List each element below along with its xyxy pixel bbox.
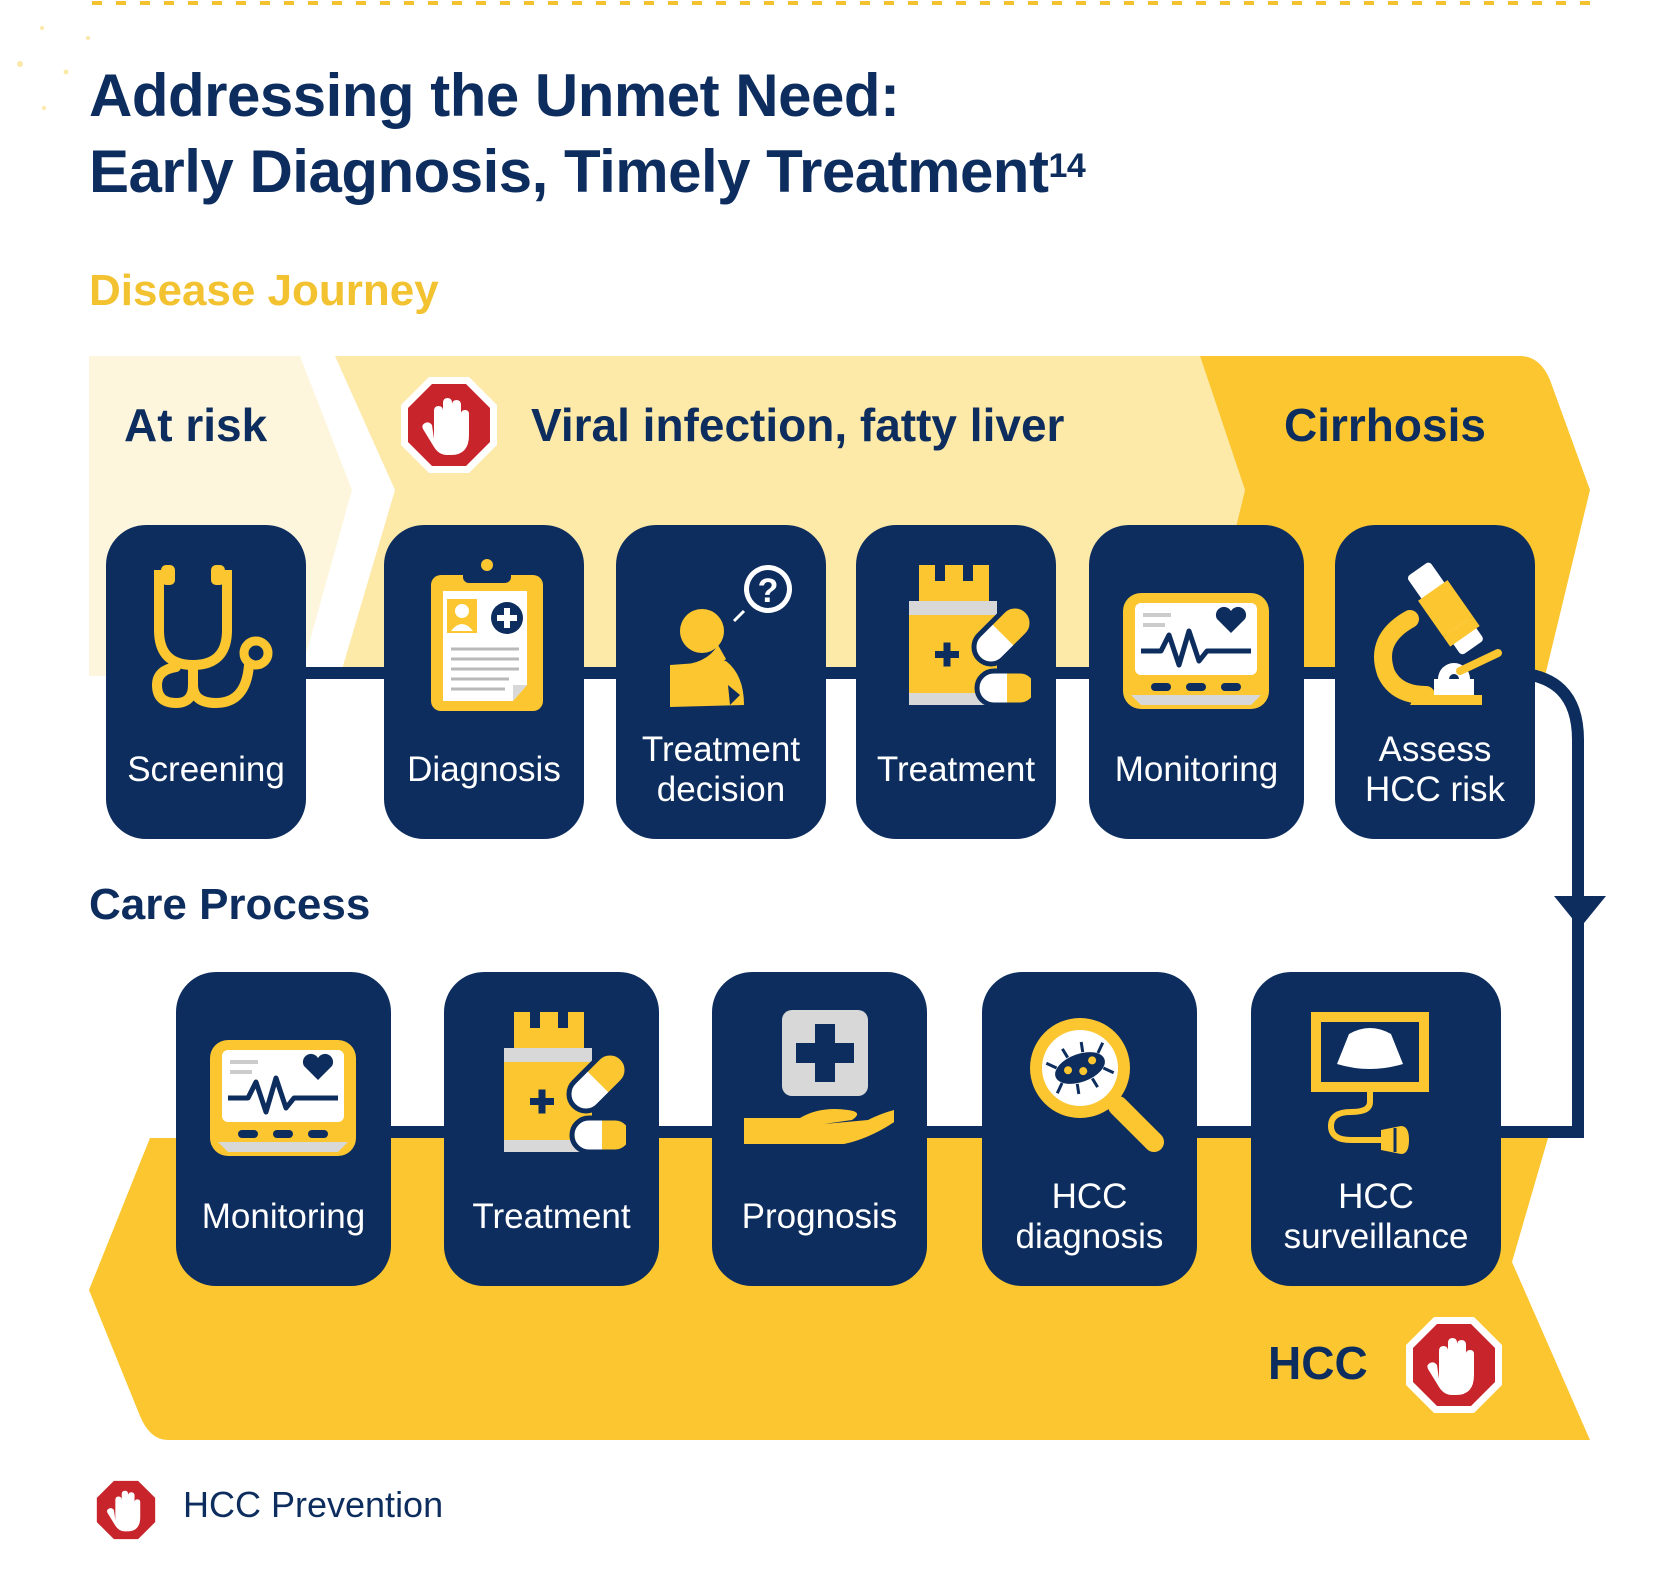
step-prognosis: Prognosis xyxy=(712,972,927,1286)
step-treatment-decision: ? Treatment decision xyxy=(616,525,826,839)
stage-viral-infection: Viral infection, fatty liver xyxy=(531,399,1065,451)
stethoscope-icon xyxy=(151,565,273,709)
step-monitoring-top: Monitoring xyxy=(1089,525,1304,839)
hand-cross-icon xyxy=(744,1010,894,1144)
step-label: Treatment decision xyxy=(641,730,801,809)
step-label: Monitoring xyxy=(201,1197,366,1236)
magnifier-cell-icon xyxy=(1030,1018,1164,1152)
heart-monitor-icon xyxy=(210,1040,356,1156)
stop-hand-icon xyxy=(1406,1317,1502,1413)
medication-icon xyxy=(504,1012,626,1155)
step-screening: Screening xyxy=(106,525,306,839)
page-title: Addressing the Unmet Need: Early Diagnos… xyxy=(89,58,1086,210)
title-line-1: Addressing the Unmet Need: xyxy=(89,62,900,129)
step-label: Assess HCC risk xyxy=(1365,730,1505,809)
step-label: Diagnosis xyxy=(407,750,561,789)
care-process-label: Care Process xyxy=(89,880,371,929)
step-label: HCC diagnosis xyxy=(1015,1177,1164,1256)
heart-monitor-icon xyxy=(1123,593,1269,709)
step-label: Screening xyxy=(127,750,285,789)
stop-hand-icon xyxy=(401,377,497,473)
top-dotted-border xyxy=(92,1,1600,5)
disease-journey-label: Disease Journey xyxy=(89,266,439,315)
step-hcc-diagnosis: HCC diagnosis xyxy=(982,972,1197,1286)
step-treatment: Treatment xyxy=(856,525,1056,839)
down-arrow-icon xyxy=(1554,896,1606,928)
step-monitoring-bottom: Monitoring xyxy=(176,972,391,1286)
decorative-dots xyxy=(17,26,90,110)
step-label: Treatment xyxy=(472,1197,631,1236)
medication-icon xyxy=(909,565,1031,708)
step-assess-hcc-risk: Assess HCC risk xyxy=(1335,525,1535,839)
step-treatment-bottom: Treatment xyxy=(444,972,659,1286)
svg-text:?: ? xyxy=(758,572,779,610)
title-reference: 14 xyxy=(1048,147,1086,185)
step-hcc-surveillance: HCC surveillance xyxy=(1251,972,1501,1286)
stage-at-risk: At risk xyxy=(124,399,268,451)
clipboard-icon xyxy=(431,559,543,711)
step-diagnosis: Diagnosis xyxy=(384,525,584,839)
legend-stop-hand-icon xyxy=(91,1475,161,1545)
microscope-icon xyxy=(1374,562,1502,705)
legend-hcc-prevention: HCC Prevention xyxy=(183,1484,444,1525)
step-label: HCC surveillance xyxy=(1283,1177,1469,1256)
step-label: Monitoring xyxy=(1114,750,1279,789)
ultrasound-icon xyxy=(1311,1012,1429,1154)
title-line-2: Early Diagnosis, Timely Treatment xyxy=(89,138,1049,205)
person-question-icon: ? xyxy=(670,565,792,707)
step-label: Treatment xyxy=(876,750,1036,789)
stage-hcc: HCC xyxy=(1268,1337,1368,1389)
stage-cirrhosis: Cirrhosis xyxy=(1284,399,1486,451)
step-label: Prognosis xyxy=(741,1197,898,1236)
